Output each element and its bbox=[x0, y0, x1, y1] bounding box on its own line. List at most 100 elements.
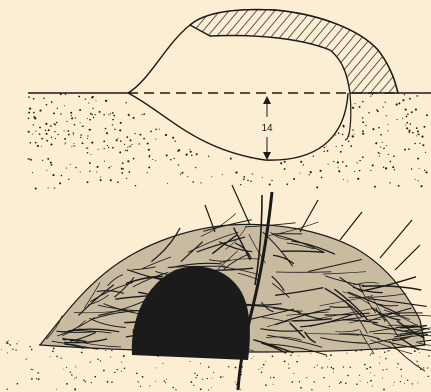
stipple-dot bbox=[126, 136, 128, 138]
ground-dot bbox=[189, 361, 190, 362]
stipple-dot bbox=[328, 164, 329, 165]
stipple-dot bbox=[61, 175, 63, 177]
stipple-dot bbox=[104, 148, 105, 149]
stipple-dot bbox=[51, 164, 53, 166]
ground-dot bbox=[235, 367, 237, 369]
stipple-dot bbox=[64, 143, 65, 144]
stipple-dot bbox=[41, 138, 43, 140]
stipple-dot bbox=[155, 139, 156, 140]
stipple-dot bbox=[195, 167, 196, 168]
stipple-dot bbox=[73, 132, 75, 134]
stipple-dot bbox=[46, 170, 47, 171]
roof-covering-hatched bbox=[190, 10, 398, 93]
stipple-dot bbox=[67, 130, 69, 132]
stipple-dot bbox=[82, 142, 84, 144]
stipple-dot bbox=[362, 121, 364, 123]
ground-dot bbox=[193, 385, 194, 386]
stipple-dot bbox=[33, 124, 34, 125]
stipple-dot bbox=[383, 166, 384, 167]
stipple-dot bbox=[284, 161, 286, 163]
ground-dot bbox=[156, 367, 157, 368]
ground-dot bbox=[311, 389, 312, 390]
ground-dot bbox=[117, 369, 118, 370]
ground-dot bbox=[85, 381, 86, 382]
stipple-dot bbox=[99, 111, 101, 113]
stipple-dot bbox=[354, 134, 355, 135]
stipple-dot bbox=[350, 145, 352, 147]
ground-dot bbox=[7, 352, 8, 353]
stipple-dot bbox=[32, 134, 33, 135]
stipple-dot bbox=[66, 168, 67, 169]
ground-dot bbox=[56, 356, 58, 358]
ground-dot bbox=[339, 383, 340, 384]
ground-dot bbox=[121, 371, 122, 372]
stipple-dot bbox=[335, 135, 336, 136]
ground-dot bbox=[235, 382, 236, 383]
ground-dot bbox=[404, 383, 405, 384]
stipple-dot bbox=[147, 143, 149, 145]
ground-dot bbox=[419, 352, 420, 353]
ground-dot bbox=[372, 386, 373, 387]
stipple-dot bbox=[376, 142, 377, 143]
ground-dot bbox=[265, 384, 267, 386]
ground-dot bbox=[137, 381, 138, 382]
twig bbox=[300, 200, 318, 232]
stipple-dot bbox=[402, 118, 403, 119]
stipple-dot bbox=[87, 152, 89, 154]
stipple-dot bbox=[313, 156, 314, 157]
stipple-dot bbox=[28, 117, 30, 119]
ground-dot bbox=[6, 343, 7, 344]
ground-dot bbox=[16, 343, 17, 344]
stipple-dot bbox=[141, 114, 142, 115]
twig bbox=[380, 220, 412, 258]
stipple-dot bbox=[208, 156, 209, 157]
stipple-dot bbox=[338, 132, 340, 134]
ground-dot bbox=[74, 389, 75, 390]
stipple-dot bbox=[155, 128, 157, 130]
stipple-dot bbox=[112, 147, 114, 149]
stipple-dot bbox=[379, 153, 380, 154]
ground-dot bbox=[149, 385, 150, 386]
stipple-dot bbox=[415, 179, 416, 180]
stipple-dot bbox=[30, 159, 32, 161]
ground-dot bbox=[9, 344, 11, 346]
ground-dot bbox=[56, 389, 57, 390]
ground-dot bbox=[195, 377, 196, 378]
stipple-dot bbox=[87, 135, 88, 136]
stipple-dot bbox=[353, 136, 354, 137]
ground-dot bbox=[71, 374, 72, 375]
stipple-dot bbox=[78, 96, 80, 98]
stipple-dot bbox=[112, 124, 113, 125]
stipple-dot bbox=[165, 134, 167, 136]
stipple-dot bbox=[247, 180, 249, 182]
ground-dot bbox=[111, 350, 112, 351]
stipple-dot bbox=[388, 154, 389, 155]
ground-dot bbox=[66, 367, 67, 368]
stipple-dot bbox=[414, 143, 416, 145]
stipple-dot bbox=[405, 109, 407, 111]
stipple-dot bbox=[85, 99, 86, 100]
ground-dot bbox=[343, 366, 344, 367]
ground-dot bbox=[293, 373, 294, 374]
stipple-dot bbox=[200, 182, 201, 183]
stipple-dot bbox=[68, 134, 70, 136]
ground-dot bbox=[370, 380, 372, 382]
stipple-dot bbox=[368, 112, 369, 113]
stipple-dot bbox=[180, 174, 181, 175]
stipple-dot bbox=[135, 133, 136, 134]
stipple-dot bbox=[192, 181, 194, 183]
stipple-dot bbox=[74, 124, 76, 126]
brush-hut-illustration bbox=[1, 185, 431, 391]
ground-dot bbox=[202, 379, 203, 380]
ground-dot bbox=[36, 378, 37, 379]
stipple-dot bbox=[196, 153, 198, 155]
ground-dot bbox=[208, 366, 209, 367]
stipple-dot bbox=[47, 158, 49, 160]
stipple-dot bbox=[71, 115, 72, 116]
stipple-dot bbox=[129, 146, 131, 148]
stipple-dot bbox=[87, 181, 89, 183]
stipple-dot bbox=[139, 134, 141, 136]
ground-dot bbox=[323, 377, 324, 378]
stipple-dot bbox=[64, 105, 65, 106]
